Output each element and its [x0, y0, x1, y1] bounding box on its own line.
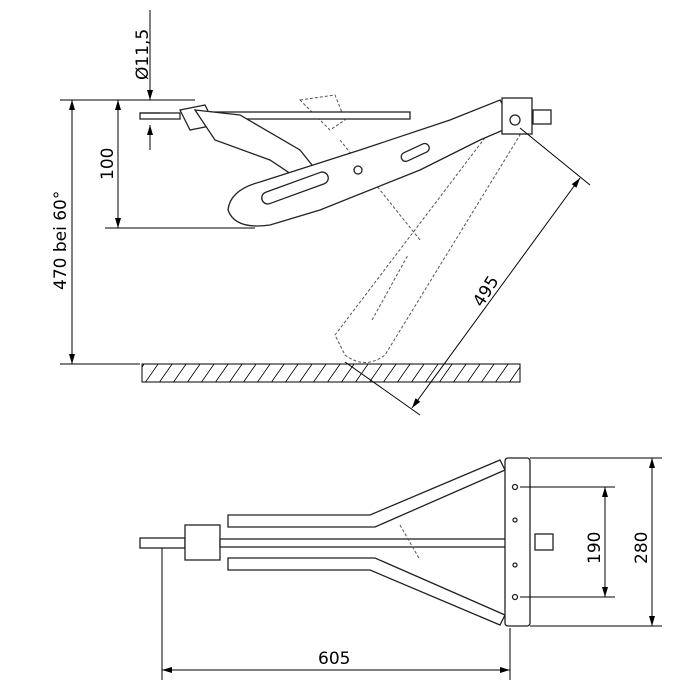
dim-hole-spacing: 190 — [585, 532, 605, 564]
spindle-tip — [139, 112, 181, 120]
end-nut-top — [534, 533, 554, 551]
main-arm — [227, 99, 516, 227]
dim-total-length: 605 — [318, 649, 350, 669]
crank-head-top — [184, 524, 221, 561]
plate-hole-3 — [512, 517, 518, 523]
arm-pivot — [353, 165, 363, 175]
spindle-tip-top — [139, 537, 186, 549]
dim-arm-length: 495 — [469, 273, 503, 311]
end-bolt — [509, 114, 521, 126]
top-view: 605 190 280 — [139, 457, 662, 680]
frame-lower — [227, 557, 506, 626]
dim-height: 470 bei 60° — [51, 191, 71, 290]
base-plate — [504, 457, 531, 627]
dim-pin-diameter: Ø11,5 — [133, 29, 153, 80]
ground-hatch — [141, 363, 521, 383]
plate-hole-4 — [512, 562, 518, 568]
arm-slot-2 — [400, 142, 430, 163]
plate-hole-2 — [511, 593, 519, 601]
end-nut — [532, 109, 552, 125]
spindle-rod-top — [219, 538, 511, 548]
dim-plate-width: 280 — [632, 532, 652, 564]
frame-upper — [227, 459, 506, 528]
side-view: Ø11,5 100 470 bei 60° 495 — [51, 10, 591, 416]
arm-slot — [261, 171, 329, 205]
dim-arm-offset: 100 — [98, 148, 118, 180]
plate-hole-1 — [511, 483, 519, 491]
